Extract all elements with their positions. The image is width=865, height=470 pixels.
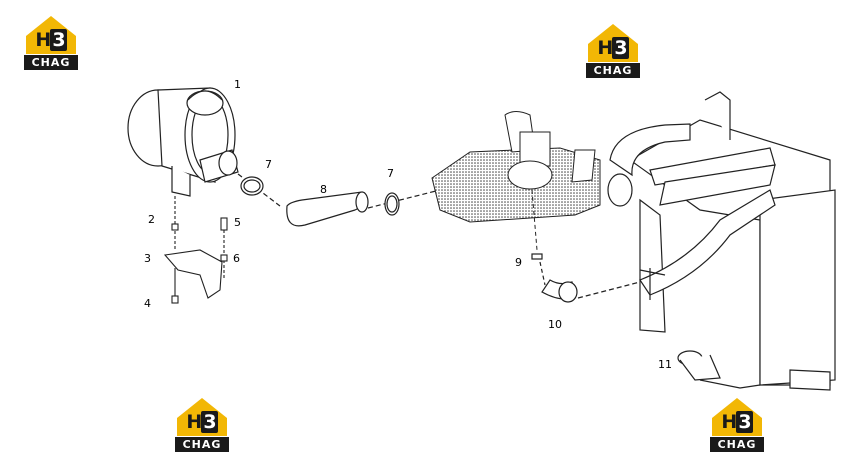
callout-7b: 7: [387, 167, 394, 180]
hose-assembly: [237, 173, 441, 227]
callout-6: 6: [233, 252, 240, 265]
logo-letter-h: H: [721, 411, 737, 433]
logo-letter-h: H: [186, 411, 202, 433]
callout-7a: 7: [265, 158, 272, 171]
logo-brand-text: CHAG: [586, 63, 640, 78]
callout-labels: 1 2 3 4 5 6 7 7 8 9 10 11: [144, 78, 672, 371]
air-filter-assembly: [127, 87, 239, 197]
callout-10: 10: [548, 318, 562, 331]
engine-block: [431, 111, 601, 251]
logo-brand-text: CHAG: [710, 437, 764, 452]
callout-4: 4: [144, 297, 151, 310]
logo-letter-h: H: [35, 29, 51, 51]
callout-11: 11: [658, 358, 672, 371]
elbow-fitting: [531, 253, 641, 303]
mounting-bracket: [163, 196, 228, 304]
callout-1: 1: [234, 78, 241, 91]
callout-8: 8: [320, 183, 327, 196]
callout-2: 2: [148, 213, 155, 226]
logo-brand-text: CHAG: [175, 437, 229, 452]
callout-3: 3: [144, 252, 151, 265]
logo-digit-3: 3: [50, 29, 67, 51]
logo-brand-text: CHAG: [24, 55, 78, 70]
callout-5: 5: [234, 216, 241, 229]
logo-digit-3: 3: [201, 411, 218, 433]
callout-9: 9: [515, 256, 522, 269]
logo-digit-3: 3: [612, 37, 629, 59]
radiator-assembly: [607, 91, 836, 391]
logo-letter-h: H: [597, 37, 613, 59]
logo-digit-3: 3: [736, 411, 753, 433]
